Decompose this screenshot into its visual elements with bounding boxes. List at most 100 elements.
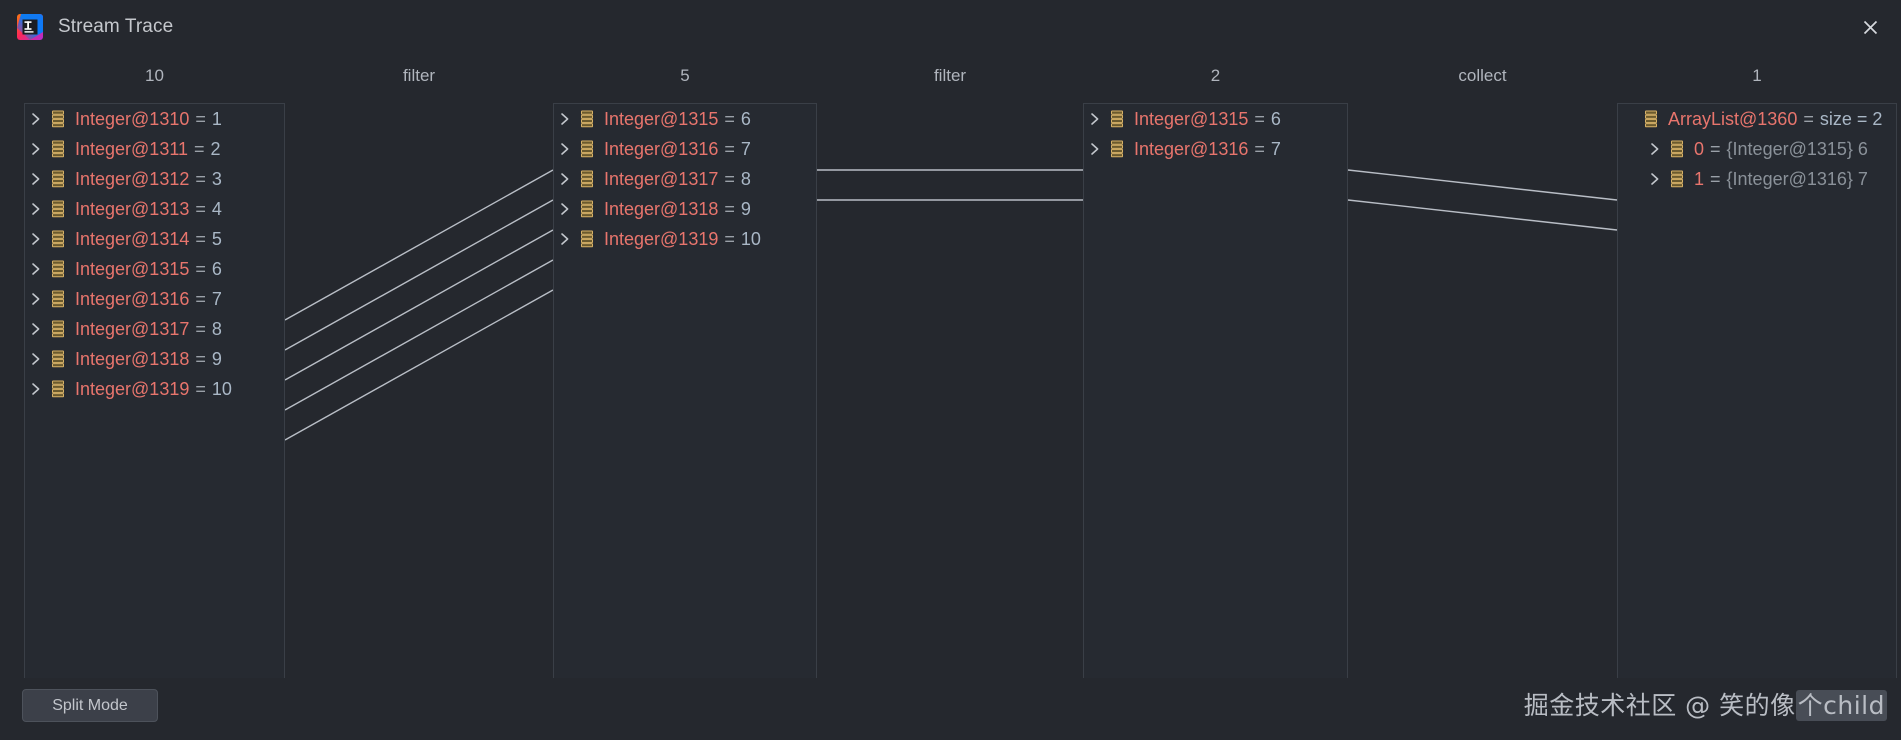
stage-2-item-0[interactable]: Integer@1315=6 xyxy=(1084,104,1347,134)
object-name: Integer@1317 xyxy=(75,319,190,339)
stage-count-1: 5 xyxy=(680,66,690,85)
chevron-right-icon[interactable] xyxy=(25,322,47,336)
object-value: 4 xyxy=(211,199,222,219)
stage-0-item-8[interactable]: Integer@1318=9 xyxy=(25,344,284,374)
stage-1-item-0[interactable]: Integer@1315=6 xyxy=(554,104,816,134)
object-instance-icon xyxy=(1106,108,1128,130)
footer-bar: Split Mode 掘金技术社区 @ 笑的像个child xyxy=(0,678,1901,740)
object-name: Integer@1317 xyxy=(604,169,719,189)
stage-1-item-1[interactable]: Integer@1316=7 xyxy=(554,134,816,164)
stage-0-item-2[interactable]: Integer@1312=3 xyxy=(25,164,284,194)
stage-count-2: 2 xyxy=(1210,66,1221,85)
stage-count-3: 1 xyxy=(1752,66,1762,85)
stage-1-item-2[interactable]: Integer@1317=8 xyxy=(554,164,816,194)
stage-0-item-7[interactable]: Integer@1317=8 xyxy=(25,314,284,344)
chevron-right-icon[interactable] xyxy=(554,172,576,186)
object-name: Integer@1311 xyxy=(75,139,189,159)
chevron-right-icon[interactable] xyxy=(1644,142,1666,156)
object-value: 10 xyxy=(740,229,761,249)
object-name: 1 xyxy=(1694,169,1705,189)
equals-sign: = xyxy=(195,229,206,249)
stage-operation-1: filter xyxy=(402,66,436,85)
object-name: Integer@1318 xyxy=(75,349,190,369)
chevron-right-icon[interactable] xyxy=(1084,142,1106,156)
object-instance-icon xyxy=(47,378,69,400)
stage-operation-2: filter xyxy=(933,66,967,85)
equals-sign: = xyxy=(1710,139,1721,159)
chevron-right-icon[interactable] xyxy=(25,172,47,186)
chevron-right-icon[interactable] xyxy=(25,382,47,396)
chevron-right-icon[interactable] xyxy=(25,292,47,306)
watermark-text: 掘金技术社区 @ 笑的像个child xyxy=(1524,686,1887,722)
object-instance-icon xyxy=(576,108,598,130)
stage-1-item-4[interactable]: Integer@1319=10 xyxy=(554,224,816,254)
chevron-right-icon[interactable] xyxy=(554,112,576,126)
equals-sign: = xyxy=(724,169,735,189)
stage-0-item-3[interactable]: Integer@1313=4 xyxy=(25,194,284,224)
chevron-right-icon[interactable] xyxy=(25,202,47,216)
chevron-right-icon[interactable] xyxy=(554,232,576,246)
chevron-right-icon[interactable] xyxy=(554,142,576,156)
object-name: 0 xyxy=(1694,139,1705,159)
stage-3-item-0[interactable]: ArrayList@1360=size = 2 xyxy=(1618,104,1896,134)
equals-sign: = xyxy=(195,199,206,219)
stage-2-item-1[interactable]: Integer@1316=7 xyxy=(1084,134,1347,164)
object-instance-icon xyxy=(47,168,69,190)
object-value: 2 xyxy=(210,139,221,159)
object-name: Integer@1316 xyxy=(75,289,190,309)
chevron-right-icon[interactable] xyxy=(25,352,47,366)
title-bar: Stream Trace xyxy=(0,0,1901,58)
equals-sign: = xyxy=(195,169,206,189)
equals-sign: = xyxy=(1710,169,1721,189)
stage-0-item-1[interactable]: Integer@1311=2 xyxy=(25,134,284,164)
close-icon[interactable] xyxy=(1855,12,1885,42)
equals-sign: = xyxy=(195,289,206,309)
object-value: 6 xyxy=(211,259,222,279)
equals-sign: = xyxy=(195,379,206,399)
watermark-highlight: 个child xyxy=(1795,690,1887,721)
object-name: Integer@1319 xyxy=(604,229,719,249)
chevron-right-icon[interactable] xyxy=(1644,172,1666,186)
object-name: Integer@1313 xyxy=(75,199,190,219)
object-instance-icon xyxy=(576,228,598,250)
stage-0-item-6[interactable]: Integer@1316=7 xyxy=(25,284,284,314)
stage-1-item-3[interactable]: Integer@1318=9 xyxy=(554,194,816,224)
stage-0-item-4[interactable]: Integer@1314=5 xyxy=(25,224,284,254)
equals-sign: = xyxy=(195,109,206,129)
stage-3-item-1[interactable]: 0={Integer@1315} 6 xyxy=(1618,134,1896,164)
object-instance-icon xyxy=(47,348,69,370)
object-value: 6 xyxy=(1270,109,1281,129)
object-name: Integer@1314 xyxy=(75,229,190,249)
object-value: 7 xyxy=(740,139,751,159)
stage-3-item-2[interactable]: 1={Integer@1316} 7 xyxy=(1618,164,1896,194)
split-mode-button[interactable]: Split Mode xyxy=(22,689,158,722)
object-name: Integer@1316 xyxy=(1134,139,1249,159)
stage-0-item-0[interactable]: Integer@1310=1 xyxy=(25,104,284,134)
stage-0-item-9[interactable]: Integer@1319=10 xyxy=(25,374,284,404)
chevron-right-icon[interactable] xyxy=(554,202,576,216)
object-instance-icon xyxy=(47,198,69,220)
chevron-right-icon[interactable] xyxy=(25,262,47,276)
object-value: 5 xyxy=(211,229,222,249)
window-title: Stream Trace xyxy=(58,16,174,37)
object-name: Integer@1310 xyxy=(75,109,190,129)
object-value: size = 2 xyxy=(1819,109,1883,129)
chevron-right-icon[interactable] xyxy=(25,112,47,126)
chevron-right-icon[interactable] xyxy=(1084,112,1106,126)
object-value: 9 xyxy=(211,349,222,369)
object-instance-icon xyxy=(1640,108,1662,130)
chevron-right-icon[interactable] xyxy=(25,142,47,156)
object-instance-icon xyxy=(1666,168,1688,190)
stage-connector-lines xyxy=(284,169,1618,441)
object-instance-icon xyxy=(47,228,69,250)
stage-0-item-5[interactable]: Integer@1315=6 xyxy=(25,254,284,284)
stage-count-0: 10 xyxy=(145,66,164,85)
chevron-right-icon[interactable] xyxy=(25,232,47,246)
equals-sign: = xyxy=(1254,139,1265,159)
object-instance-icon xyxy=(1106,138,1128,160)
